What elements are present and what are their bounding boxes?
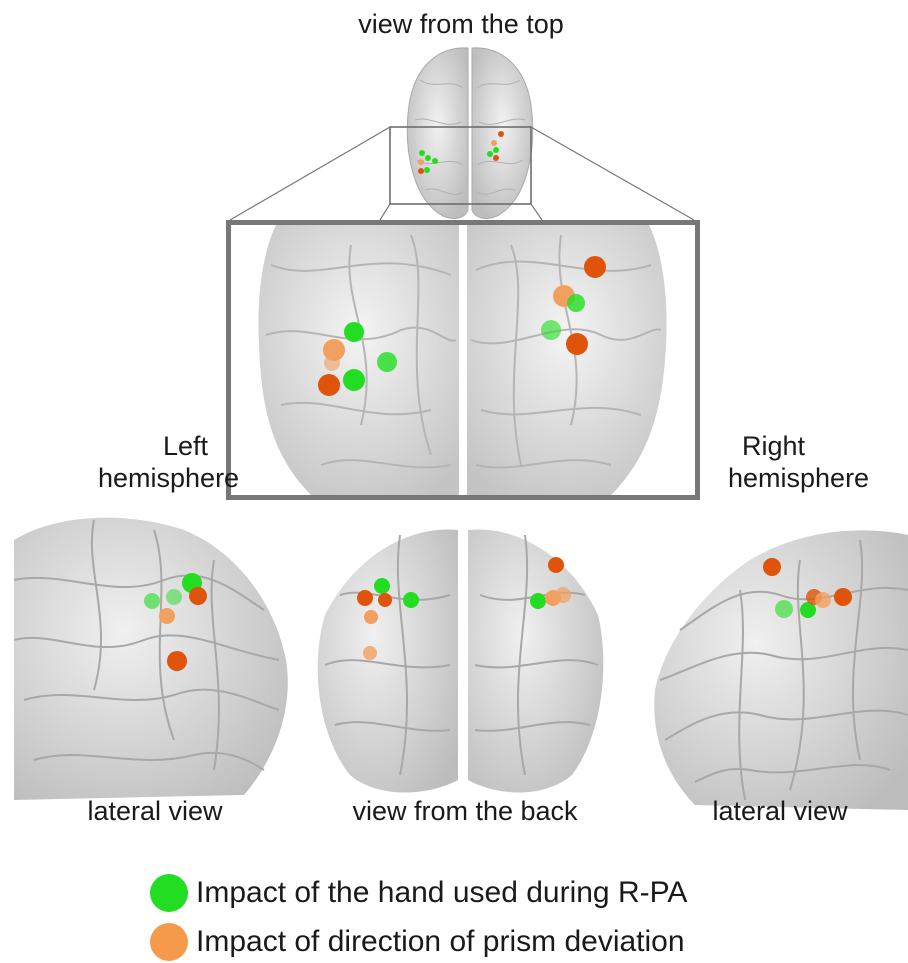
right-hemisphere-label: Right hemisphere (728, 430, 860, 494)
back-view-brain (310, 525, 610, 795)
left-hemisphere-line2: hemisphere (98, 462, 218, 494)
right-hemisphere-line1: Right (728, 430, 860, 462)
right-lateral-label: lateral view (695, 795, 865, 827)
back-view-label: view from the back (330, 795, 600, 827)
legend-label-hand: Impact of the hand used during R-PA (196, 874, 687, 912)
legend-label-prism: Impact of direction of prism deviation (196, 923, 685, 961)
legend-item-prism: Impact of direction of prism deviation (150, 922, 685, 962)
left-lateral-brain (14, 510, 289, 800)
left-lateral-label: lateral view (70, 795, 240, 827)
zoom-frame (226, 220, 700, 500)
legend-swatch-prism (150, 923, 188, 961)
legend-item-hand: Impact of the hand used during R-PA (150, 873, 687, 913)
left-hemisphere-line1: Left (98, 430, 218, 462)
legend-swatch-hand (150, 874, 188, 912)
right-hemisphere-line2: hemisphere (728, 462, 860, 494)
left-hemisphere-label: Left hemisphere (98, 430, 218, 494)
right-lateral-brain (650, 520, 908, 810)
